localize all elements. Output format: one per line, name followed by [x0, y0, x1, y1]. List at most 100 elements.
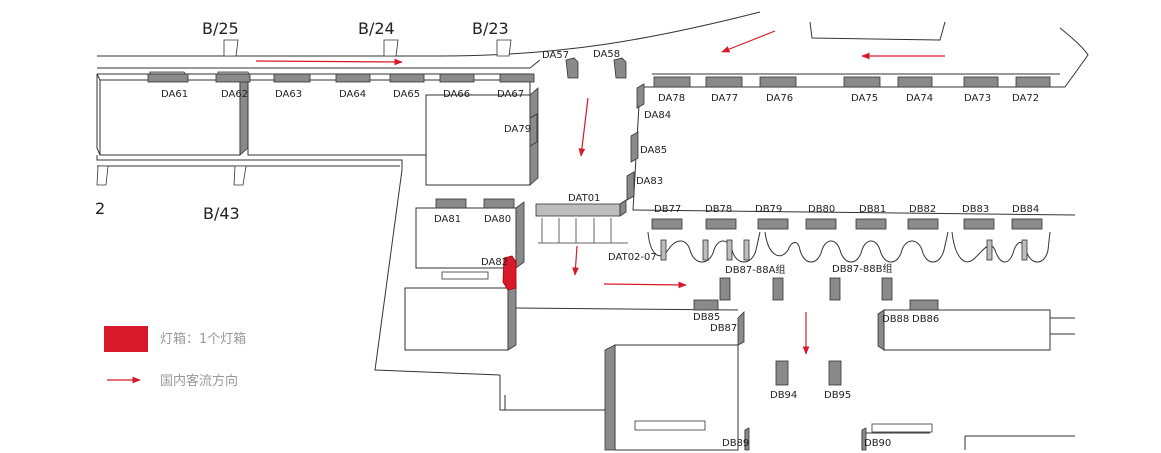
label-dat02-07: DAT02-07: [608, 252, 657, 263]
ad-box-da73: [963, 76, 999, 88]
ad-box-da83: [626, 171, 635, 201]
label-db89: DB89: [722, 438, 749, 449]
flow-arrow: [578, 97, 589, 157]
label-da77: DA77: [711, 93, 738, 104]
ad-box-da74: [897, 76, 933, 88]
flow-arrow: [603, 281, 687, 289]
ad-box-db87-88a: [719, 277, 784, 301]
label-da63: DA63: [275, 89, 302, 100]
ad-box-db94: [775, 360, 789, 386]
gate-labels: B/25 B/24 B/23 B/43 2: [95, 19, 509, 223]
ad-box-db86: [909, 299, 939, 311]
label-da81: DA81: [434, 214, 461, 225]
ad-box-da72: [1015, 76, 1051, 88]
ad-box-da58: [613, 57, 627, 79]
lightbox-da82: [502, 255, 517, 291]
ad-box-da79: [529, 113, 538, 147]
label-db82: DB82: [909, 204, 936, 215]
label-db83: DB83: [962, 204, 989, 215]
ad-box-da77: [705, 76, 743, 88]
ad-box-da80: [483, 198, 515, 209]
label-da61: DA61: [161, 89, 188, 100]
label-da78: DA78: [658, 93, 685, 104]
ad-box-da61: [147, 71, 189, 83]
label-db81: DB81: [859, 204, 886, 215]
ad-box-da84: [636, 83, 645, 109]
label-da64: DA64: [339, 89, 366, 100]
ad-box-da63: [273, 73, 311, 83]
flow-arrow: [255, 58, 403, 66]
legend-flow-label: 国内客流方向: [160, 373, 238, 389]
label-db79: DB79: [755, 204, 782, 215]
ad-box-db82: [907, 218, 939, 230]
label-da84: DA84: [644, 110, 671, 121]
ad-box-db84: [1011, 218, 1043, 230]
label-db90: DB90: [864, 438, 891, 449]
ad-box-da85: [630, 131, 639, 163]
label-da66: DA66: [443, 89, 470, 100]
label-db80: DB80: [808, 204, 835, 215]
label-da85: DA85: [640, 145, 667, 156]
ad-box-da57: [565, 57, 579, 79]
ad-box-db78: [705, 218, 737, 230]
gate-b24: B/24: [358, 19, 395, 38]
ad-box-db89: [744, 427, 750, 451]
legend-lightbox-swatch: [104, 326, 148, 352]
ad-box-dat01: [535, 199, 627, 217]
ad-box-db85: [693, 299, 719, 311]
legend: 灯箱：1个灯箱 国内客流方向: [104, 326, 246, 389]
gate-b25: B/25: [202, 19, 239, 38]
label-da65: DA65: [393, 89, 420, 100]
flow-arrow: [721, 30, 776, 53]
box-labels: DA61 DA62 DA63 DA64 DA65 DA66 DA67 DA57 …: [161, 49, 1039, 449]
label-db87: DB87: [710, 323, 737, 334]
label-da58: DA58: [593, 49, 620, 60]
label-db78: DB78: [705, 204, 732, 215]
ad-box-db79: [757, 218, 789, 230]
label-db94: DB94: [770, 390, 797, 401]
label-db86: DB86: [912, 314, 939, 325]
label-da74: DA74: [906, 93, 933, 104]
label-da57: DA57: [542, 50, 569, 61]
label-da72: DA72: [1012, 93, 1039, 104]
ad-box-da76: [759, 76, 797, 88]
ad-box-db83: [963, 218, 995, 230]
ad-box-da66: [439, 73, 475, 83]
ad-box-da78: [653, 76, 691, 88]
label-db87-88b: DB87-88B组: [832, 262, 892, 275]
gate-2: 2: [95, 199, 105, 218]
ad-box-posts: [660, 239, 1028, 261]
label-da62: DA62: [221, 89, 248, 100]
ad-box-db95: [828, 360, 842, 386]
ad-box-da81: [435, 198, 467, 209]
label-da67: DA67: [497, 89, 524, 100]
ad-box-db77: [651, 218, 683, 230]
ad-box-da65: [389, 73, 425, 83]
label-da73: DA73: [964, 93, 991, 104]
ad-box-db81: [855, 218, 887, 230]
label-db88: DB88: [882, 314, 909, 325]
ad-box-da75: [843, 76, 881, 88]
label-da76: DA76: [766, 93, 793, 104]
ad-box-db80: [805, 218, 837, 230]
ad-box-db87-88b: [829, 277, 893, 301]
label-db87-88a: DB87-88A组: [725, 263, 785, 276]
label-dat01: DAT01: [568, 193, 600, 204]
label-da75: DA75: [851, 93, 878, 104]
ad-box-da62: [215, 71, 251, 83]
legend-lightbox-label: 灯箱：1个灯箱: [160, 331, 246, 347]
label-db84: DB84: [1012, 204, 1039, 215]
building-outlines: [96, 11, 1089, 451]
label-da83: DA83: [636, 176, 663, 187]
label-da79: DA79: [504, 124, 531, 135]
label-db95: DB95: [824, 390, 851, 401]
ad-box-db90: [861, 427, 867, 451]
flow-arrow: [572, 245, 579, 276]
ad-box-da67: [499, 73, 535, 83]
label-db77: DB77: [654, 204, 681, 215]
ad-boxes: [147, 57, 1051, 451]
ad-box-da64: [335, 73, 371, 83]
flow-arrows: [255, 30, 945, 355]
gate-b23: B/23: [472, 19, 509, 38]
